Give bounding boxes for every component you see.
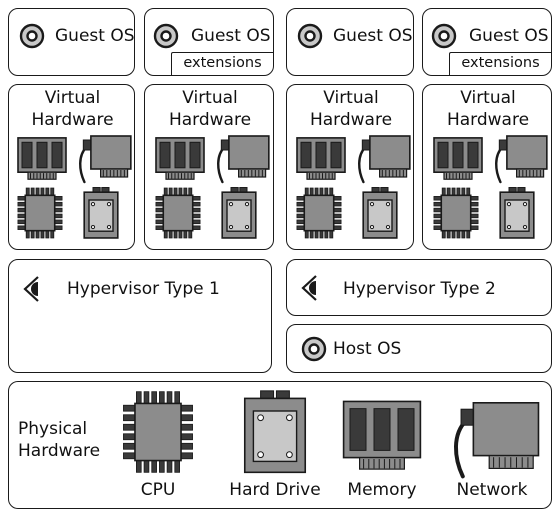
- network-label: Network: [456, 480, 528, 500]
- guest-os-label: Guest OS: [55, 26, 135, 46]
- cpu-icon: [123, 391, 193, 473]
- disc-icon: [431, 23, 457, 49]
- virtual-hardware-title: Hardware: [446, 110, 530, 130]
- hypervisor-type2-box: Hypervisor Type 2: [286, 259, 552, 316]
- memory-icon: [342, 400, 422, 470]
- memory-icon: [17, 137, 67, 180]
- network-card-icon: [494, 135, 548, 184]
- guest-extensions-tab: extensions: [171, 52, 273, 75]
- virtual-hardware-title: Virtual: [44, 88, 101, 108]
- guest-os-box-3: Guest OS: [286, 8, 414, 76]
- virtual-hardware-title: Hardware: [309, 110, 393, 130]
- physical-hardware-title: Hardware: [18, 441, 101, 461]
- eye-icon: [301, 275, 317, 301]
- disc-icon: [297, 23, 323, 49]
- virtual-hardware-title: Virtual: [460, 88, 516, 108]
- hypervisor-type1-box: Hypervisor Type 1: [8, 259, 272, 373]
- hard-drive-icon: [498, 187, 535, 239]
- disc-icon: [19, 23, 45, 49]
- hard-drive-label: Hard Drive: [229, 480, 321, 500]
- network-card-icon: [79, 135, 132, 184]
- cpu-icon: [17, 187, 63, 239]
- memory-icon: [154, 137, 205, 180]
- host-os-label: Host OS: [333, 339, 402, 359]
- hypervisor-type2-label: Hypervisor Type 2: [343, 279, 496, 299]
- disc-icon: [153, 23, 179, 49]
- guest-os-label: Guest OS: [333, 26, 413, 46]
- network-card-icon: [357, 135, 411, 184]
- virtual-hardware-title: Virtual: [323, 88, 379, 108]
- cpu-label: CPU: [140, 480, 176, 500]
- guest-os-label: Guest OS: [191, 26, 271, 46]
- memory-icon: [432, 137, 483, 180]
- network-card-icon: [216, 135, 270, 184]
- hard-drive-icon: [83, 187, 119, 239]
- physical-hardware-box: Physical Hardware CPU Hard Drive Memory …: [8, 381, 552, 509]
- guest-os-box-1: Guest OS: [8, 8, 135, 76]
- cpu-icon: [155, 187, 200, 239]
- guest-os-box-4: Guest OS extensions: [422, 8, 552, 76]
- eye-icon: [23, 276, 39, 302]
- hard-drive-icon: [220, 187, 257, 239]
- cpu-icon: [296, 187, 341, 239]
- hypervisor-type1-label: Hypervisor Type 1: [67, 279, 220, 299]
- cpu-icon: [433, 187, 478, 239]
- guest-extensions-tab: extensions: [449, 52, 551, 75]
- guest-os-label: Guest OS: [469, 26, 549, 46]
- memory-icon: [295, 137, 346, 180]
- disc-icon: [301, 336, 327, 362]
- hard-drive-icon: [361, 187, 398, 239]
- network-card-icon: [454, 402, 540, 479]
- host-os-box: Host OS: [286, 324, 552, 373]
- virtual-hardware-title: Hardware: [31, 110, 114, 130]
- virtual-hardware-title: Virtual: [182, 88, 238, 108]
- physical-hardware-title: Physical: [18, 419, 88, 439]
- memory-label: Memory: [347, 480, 417, 500]
- guest-os-box-2: Guest OS extensions: [144, 8, 274, 76]
- hard-drive-icon: [243, 390, 307, 474]
- virtual-hardware-title: Hardware: [168, 110, 252, 130]
